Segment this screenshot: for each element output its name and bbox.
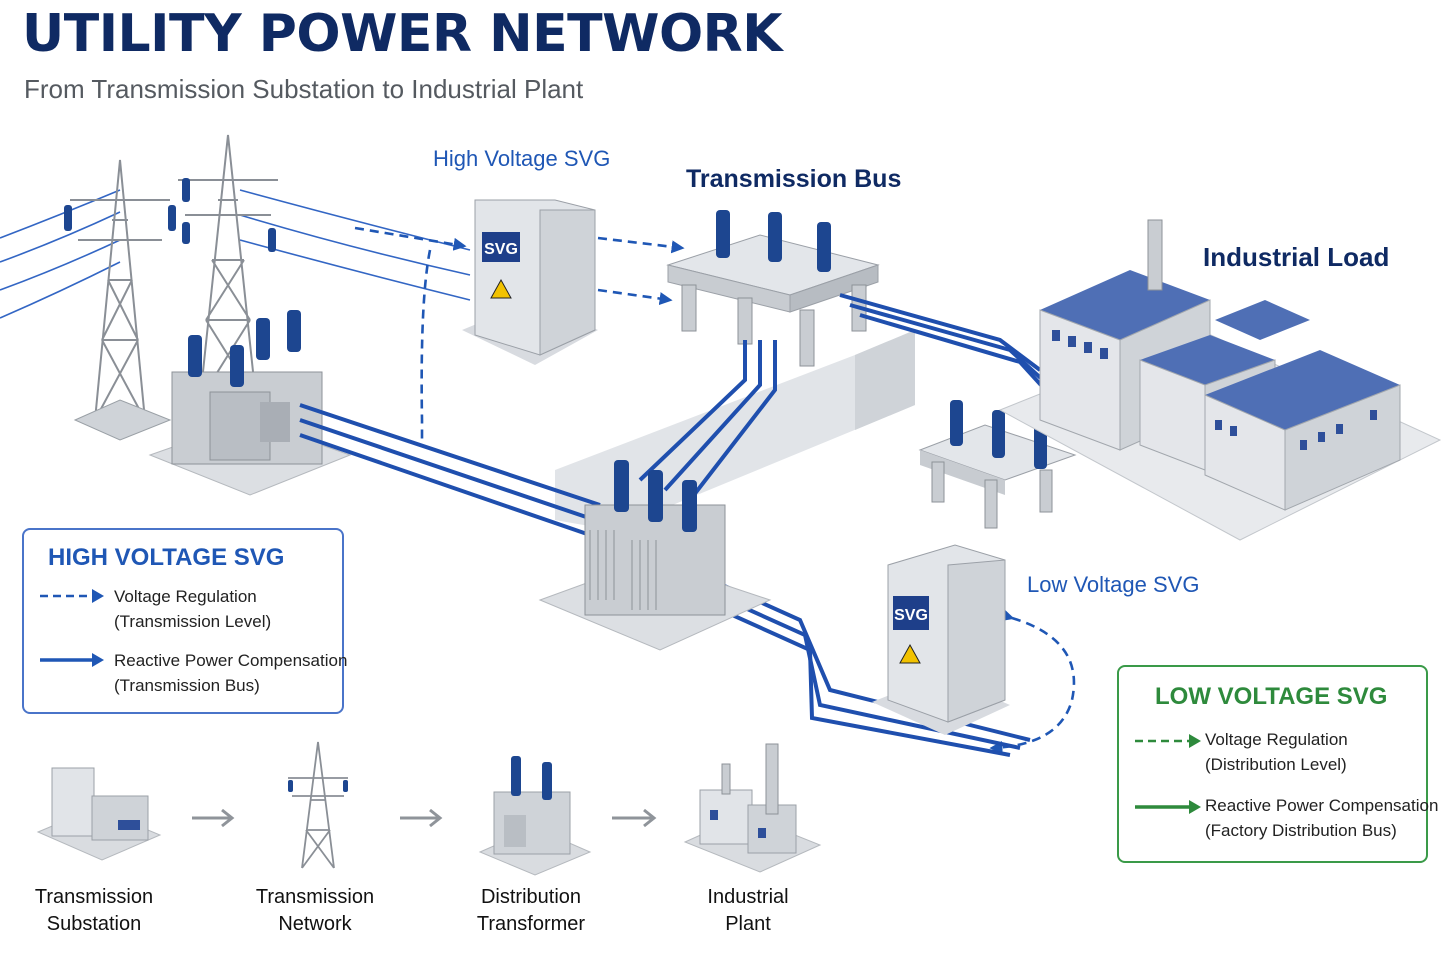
solid-arrow-icon	[40, 653, 104, 667]
solid-arrow-icon	[1135, 800, 1201, 814]
dashed-arrow-icon	[1135, 734, 1201, 748]
legend-low-voltage-svg: LOW VOLTAGE SVG Voltage Regulation (Dist…	[1117, 665, 1438, 863]
legend-lv-item-1: Voltage Regulation (Distribution Level)	[1205, 730, 1348, 774]
substation-icon	[36, 767, 162, 861]
flow-arrows	[192, 808, 657, 828]
transmission-bus-label: Transmission Bus	[686, 165, 902, 193]
hv-svg-cabinet: SVG	[462, 199, 598, 365]
warning-icon	[490, 278, 512, 299]
concrete-wall	[555, 330, 915, 530]
cabinet-badge-hv: SVG	[484, 241, 518, 258]
transformer-icon	[478, 756, 592, 876]
tower-icon	[70, 134, 278, 441]
page-subtitle: From Transmission Substation to Industri…	[24, 74, 584, 104]
low-voltage-svg-label: Low Voltage SVG	[1027, 572, 1200, 597]
legend-lv-item-2: Reactive Power Compensation (Factory Dis…	[1205, 796, 1439, 840]
legend-lv-title: LOW VOLTAGE SVG	[1155, 683, 1388, 710]
dashed-arrow-icon	[40, 589, 104, 603]
page-title: UTILITY POWER NETWORK	[22, 4, 783, 64]
tower-icon	[288, 741, 348, 869]
insulator-group	[64, 178, 276, 252]
legend-high-voltage-svg: HIGH VOLTAGE SVG Voltage Regulation (Tra…	[22, 528, 348, 714]
distribution-bus	[918, 400, 1077, 529]
overhead-lines	[0, 189, 471, 319]
industrial-load-label: Industrial Load	[1203, 242, 1390, 272]
factory-icon	[683, 743, 822, 873]
warning-icon	[899, 643, 921, 664]
high-voltage-svg-label: High Voltage SVG	[433, 146, 611, 171]
transmission-bus	[666, 210, 880, 367]
substation-transformer	[148, 310, 352, 496]
legend-hv-item-1: Voltage Regulation (Transmission Level)	[114, 587, 272, 631]
hv-regulation-flows	[354, 226, 1076, 755]
legend-hv-item-2: Reactive Power Compensation (Transmissio…	[114, 651, 348, 695]
distribution-transformer	[538, 460, 772, 651]
industrial-factory	[998, 219, 1442, 541]
cabinet-badge-lv: SVG	[894, 607, 928, 624]
legend-hv-title: HIGH VOLTAGE SVG	[48, 544, 285, 571]
lv-svg-cabinet: SVG	[872, 544, 1010, 735]
